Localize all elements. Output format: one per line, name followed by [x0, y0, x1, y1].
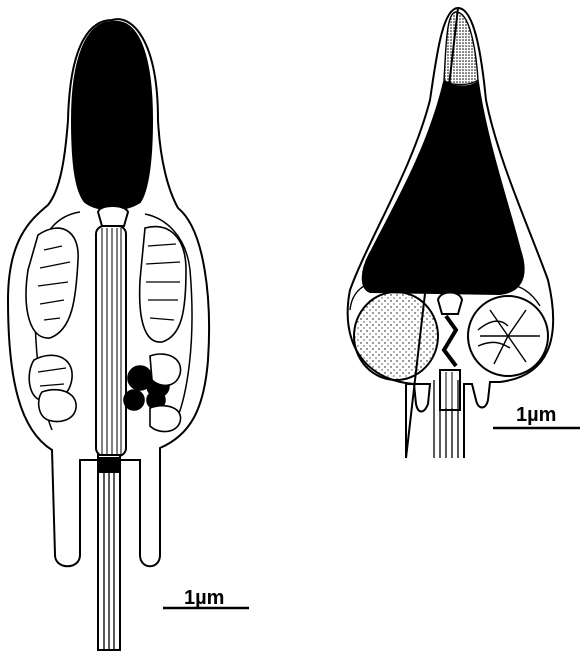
- left-nucleus: [72, 22, 152, 210]
- right-axoneme: [440, 370, 460, 410]
- right-scale-label: 1µm: [516, 405, 556, 425]
- left-neck-connector: [98, 206, 128, 226]
- right-lipid-droplet: [354, 292, 438, 380]
- right-sperm-cell: [348, 8, 554, 458]
- right-nucleus: [363, 82, 524, 294]
- left-scale-label: 1µm: [184, 588, 224, 608]
- right-neck-connector: [438, 293, 462, 315]
- left-sperm-cell: [8, 19, 209, 650]
